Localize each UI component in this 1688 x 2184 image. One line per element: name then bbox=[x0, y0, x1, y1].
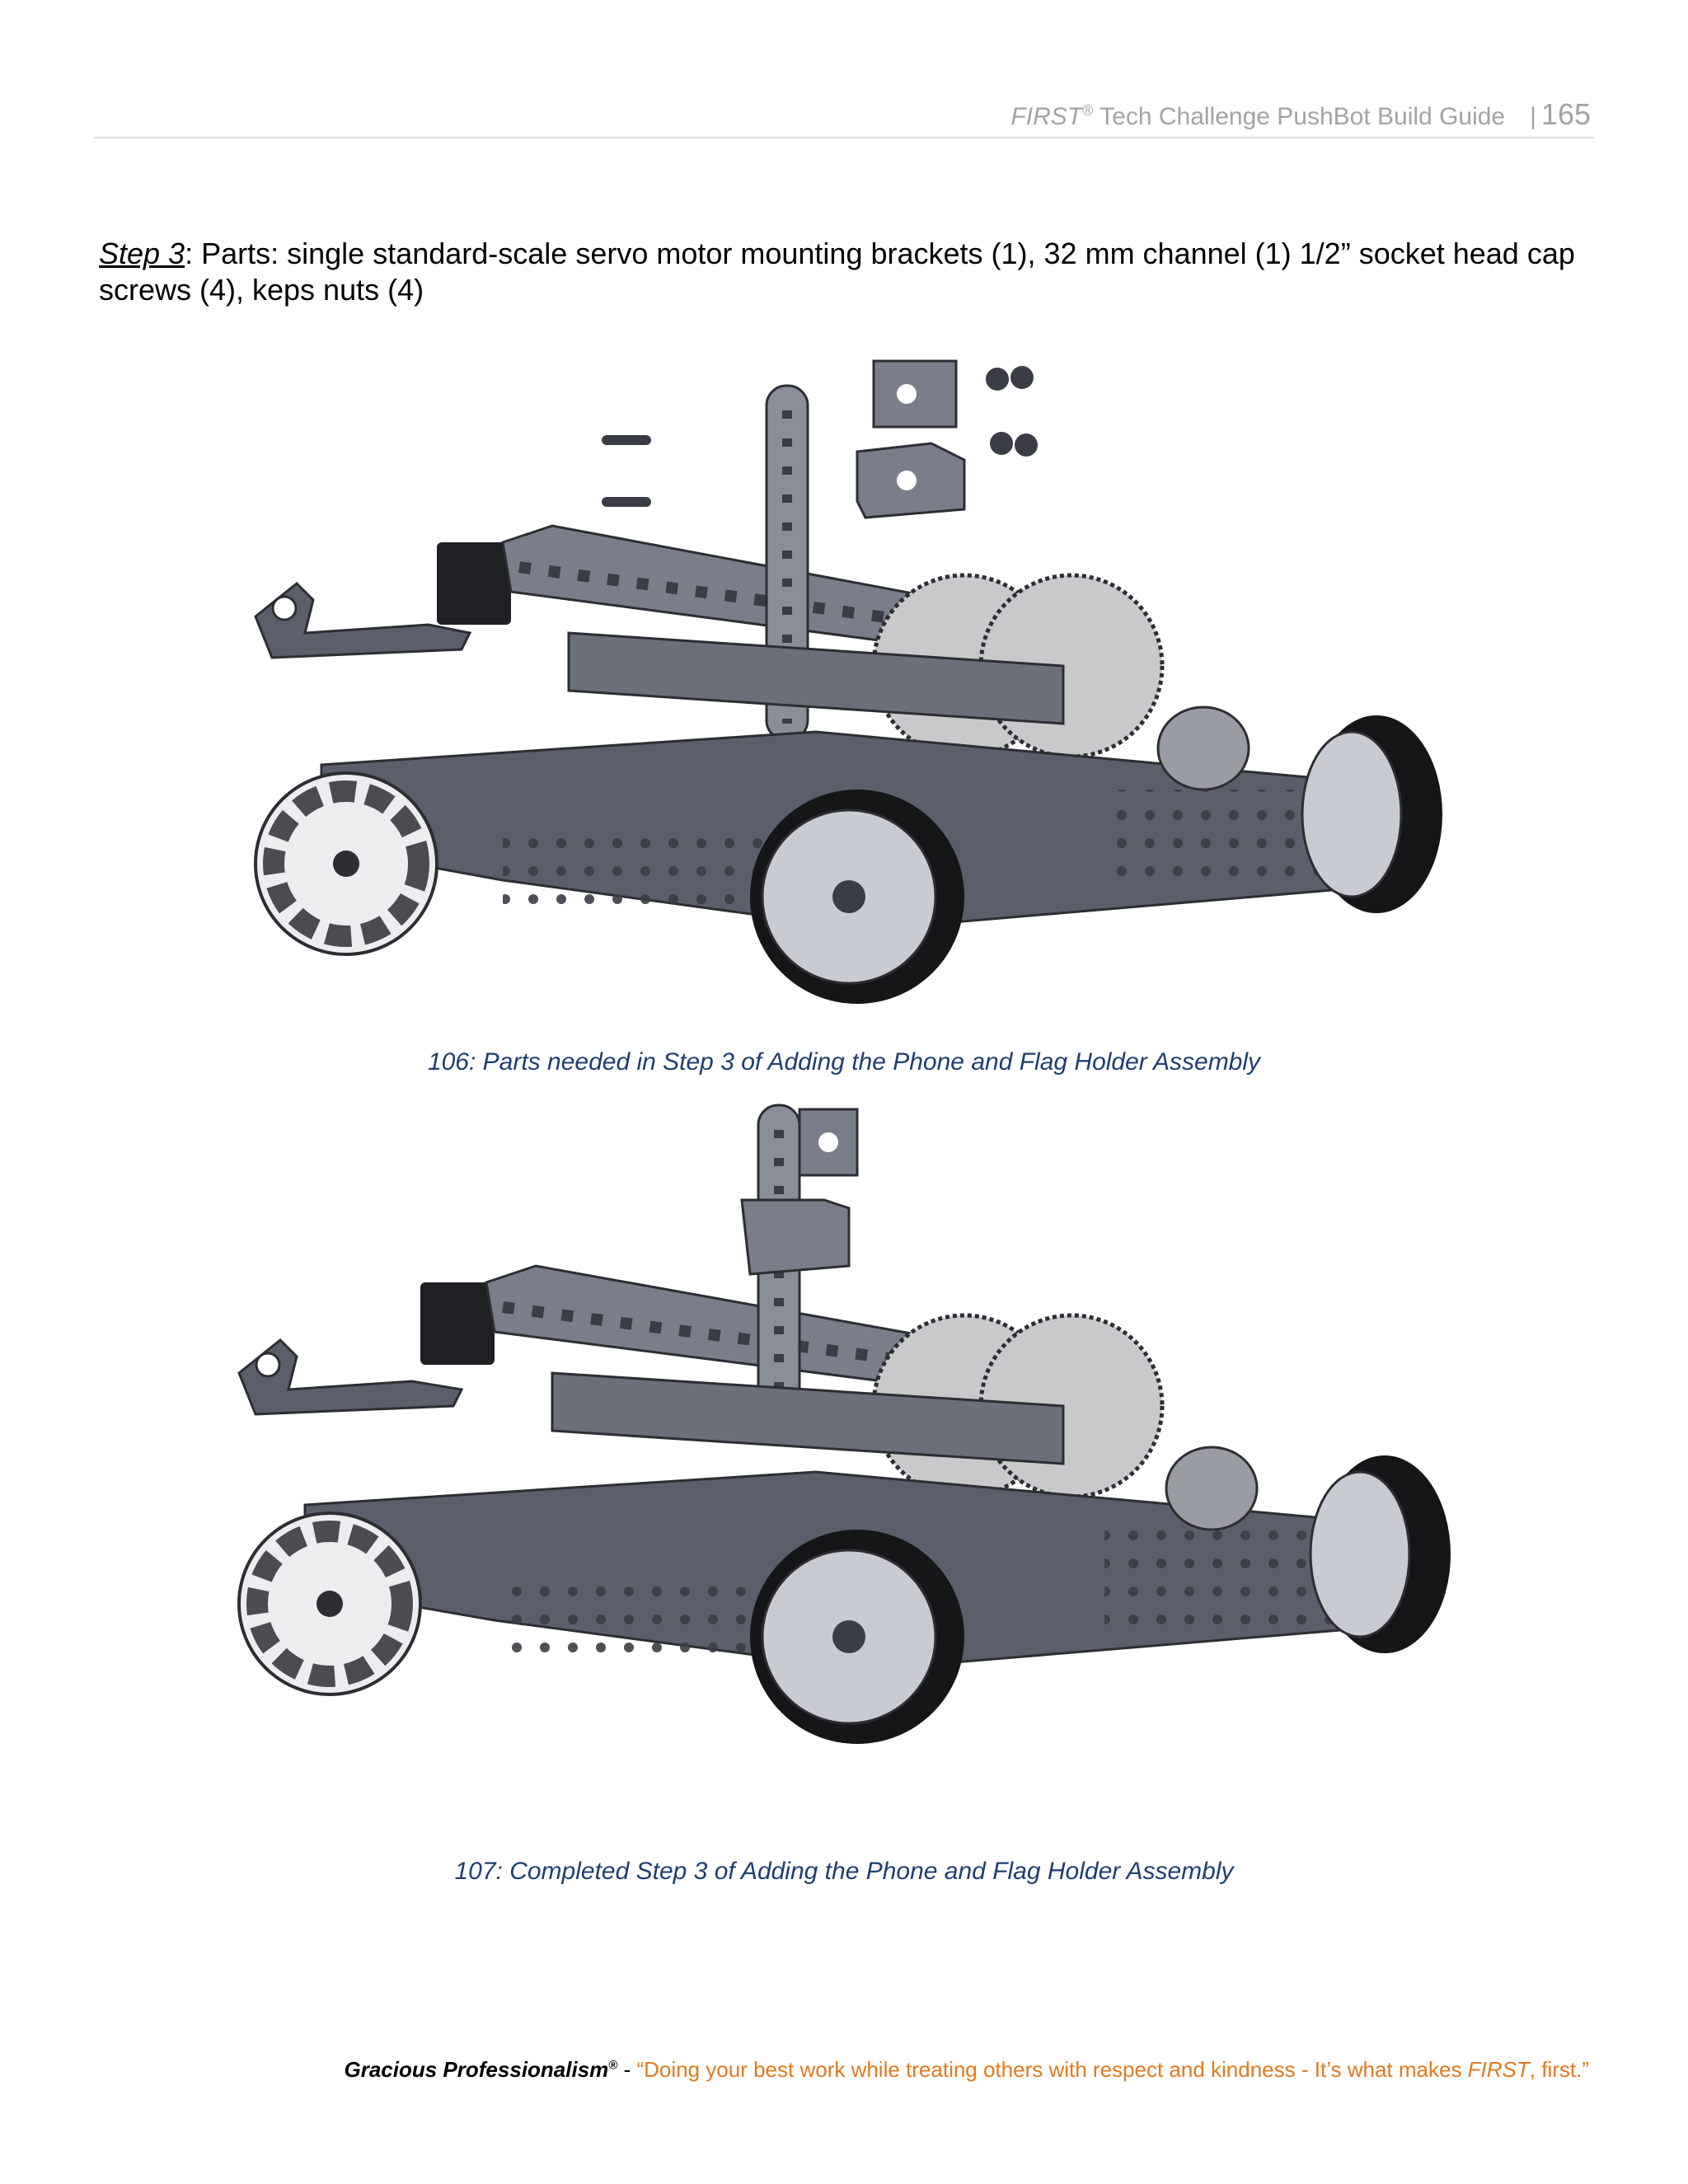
footer-quote-start: “Doing your best work while treating oth… bbox=[636, 2057, 1468, 2082]
figure-107-caption: 107: Completed Step 3 of Adding the Phon… bbox=[454, 1858, 1234, 1885]
omni-wheel bbox=[237, 1511, 422, 1696]
footer-dash: - bbox=[617, 2057, 637, 2082]
robot-completed-assembly-figure bbox=[237, 1104, 1451, 1744]
rear-drive-wheel bbox=[1301, 715, 1442, 913]
middle-channel bbox=[551, 1371, 1065, 1465]
page-header: FIRST® Tech Challenge PushBot Build Guid… bbox=[1010, 97, 1591, 132]
servo-horn-bracket bbox=[237, 1338, 464, 1416]
drive-motor bbox=[1156, 705, 1250, 791]
omni-wheel bbox=[254, 771, 438, 956]
header-separator: | bbox=[1530, 103, 1536, 130]
footer-quote-end: , first.” bbox=[1529, 2057, 1589, 2082]
footer-gp: Gracious Professionalism bbox=[344, 2057, 609, 2082]
footer-quote-first: FIRST bbox=[1467, 2057, 1530, 2082]
middle-channel bbox=[567, 631, 1065, 725]
step-instruction: Step 3: Parts: single standard-scale ser… bbox=[99, 236, 1599, 308]
front-drive-wheel bbox=[750, 1530, 964, 1744]
page-number: 165 bbox=[1540, 97, 1591, 131]
front-drive-wheel bbox=[750, 790, 964, 1004]
servo-horn-bracket bbox=[254, 581, 472, 659]
keps-nuts bbox=[986, 366, 1038, 457]
header-brand: FIRST bbox=[1010, 103, 1083, 130]
header-reg-mark: ® bbox=[1082, 102, 1094, 119]
socket-head-screws bbox=[602, 435, 651, 507]
servo-mounting-brackets bbox=[856, 359, 966, 519]
rear-drive-wheel bbox=[1309, 1455, 1451, 1653]
robot-parts-exploded-figure bbox=[254, 359, 1442, 1004]
header-title: Tech Challenge PushBot Build Guide bbox=[1093, 103, 1506, 130]
mounted-servo-bracket bbox=[740, 1108, 859, 1276]
footer-reg-mark: ® bbox=[608, 2058, 618, 2073]
drive-motor bbox=[1165, 1446, 1259, 1531]
step-text: : Parts: single standard-scale servo mot… bbox=[99, 237, 1575, 307]
figure-106-caption: 106: Parts needed in Step 3 of Adding th… bbox=[427, 1048, 1261, 1076]
servo-motor bbox=[437, 542, 511, 625]
servo-motor bbox=[420, 1282, 495, 1365]
step-label: Step 3 bbox=[99, 237, 185, 270]
page-footer: Gracious Professionalism® - “Doing your … bbox=[345, 2057, 1590, 2083]
header-divider bbox=[94, 137, 1594, 138]
